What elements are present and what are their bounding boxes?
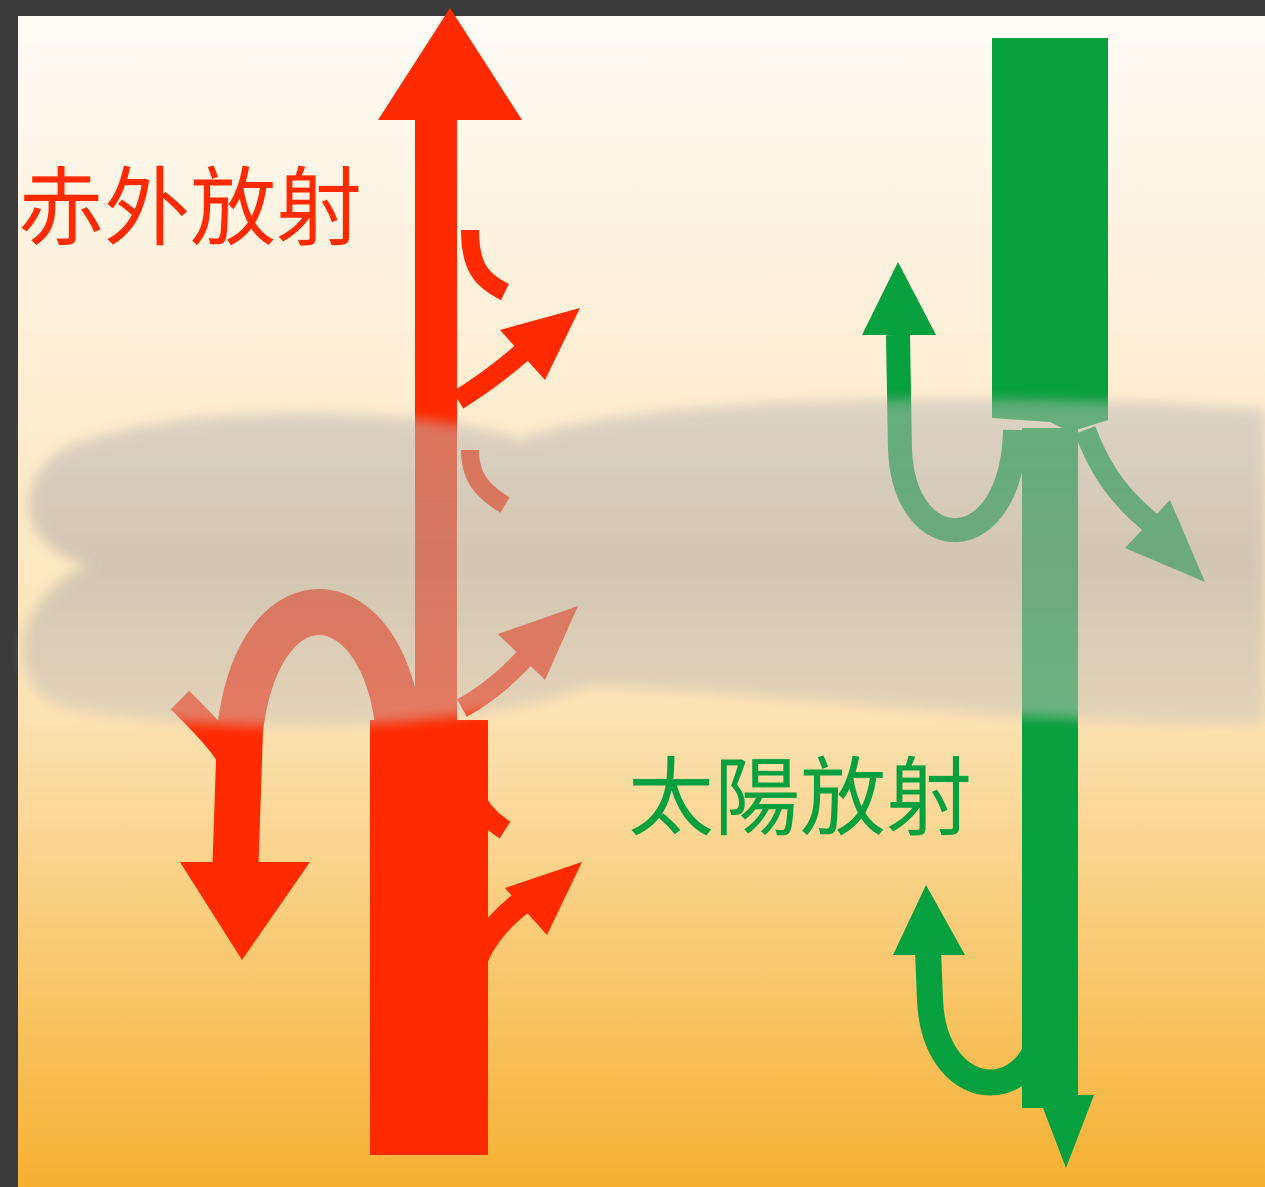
solar-label: 太陽放射 xyxy=(628,749,972,849)
infrared-upper-branch-head xyxy=(500,308,580,380)
infrared-upper-hook xyxy=(461,229,510,301)
infrared-top-arrowhead xyxy=(378,8,522,120)
infrared-lower-branch-head xyxy=(505,862,582,935)
solar-reflection-arrowhead xyxy=(862,262,936,335)
infrared-lower-hook xyxy=(460,759,511,839)
solar-surface-arrowhead xyxy=(893,885,965,955)
solar-surface-reflection xyxy=(915,949,1059,1096)
infrared-label: 赤外放射 xyxy=(18,159,362,259)
solar-incoming-column xyxy=(992,38,1108,432)
infrared-down-arrowhead xyxy=(180,862,310,960)
solar-bottom-arrowhead xyxy=(1038,1095,1094,1168)
cloud-veil xyxy=(23,399,1265,726)
